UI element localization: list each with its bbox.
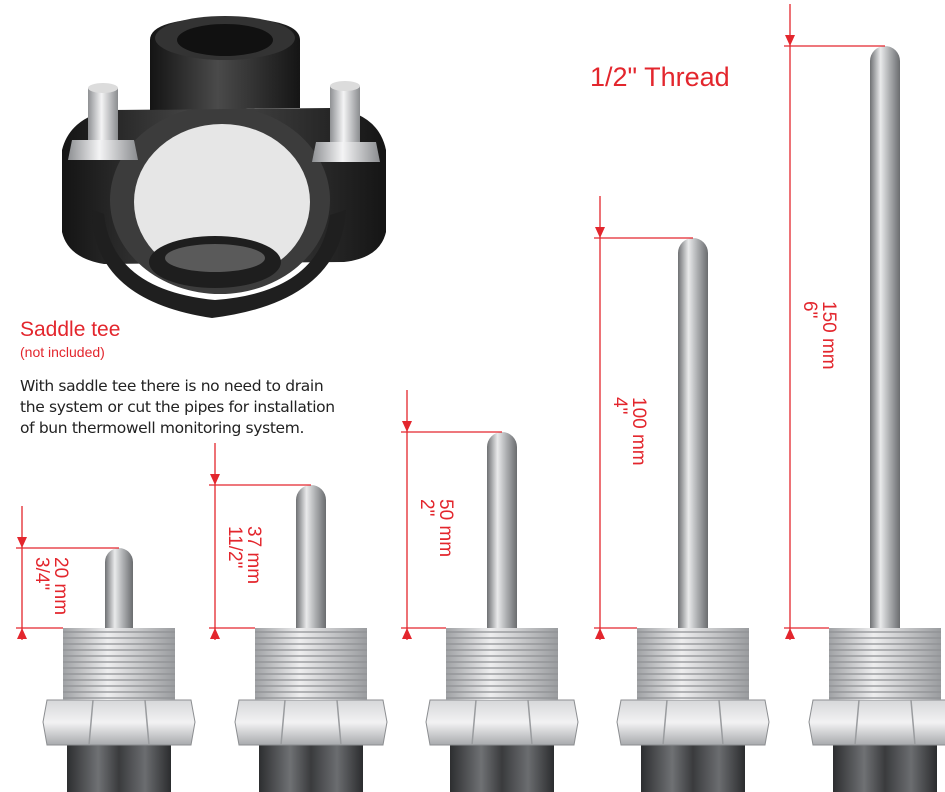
dimension-line: [16, 506, 119, 640]
thermowell: [594, 196, 770, 792]
dimension-inch: 2": [416, 499, 437, 517]
dimension-inch: 3/4": [31, 557, 52, 591]
thermowell-rod: [487, 432, 517, 628]
dimension-mm: 20 mm: [50, 557, 71, 616]
dimension-inch: 4": [609, 397, 630, 415]
thermowell: [784, 4, 945, 792]
thermowell: [401, 390, 579, 792]
description-line: With saddle tee there is no need to drai…: [20, 377, 324, 395]
hex-nut: [234, 699, 388, 746]
thermowell: [209, 443, 388, 792]
thread-section: [637, 628, 749, 700]
saddle-tee-note: (not included): [20, 344, 105, 360]
thermowell-base: [67, 745, 171, 792]
thermowell-rod: [678, 238, 708, 628]
thread-section: [255, 628, 367, 700]
arrow-down-icon: [17, 537, 27, 548]
thermowell-base: [259, 745, 363, 792]
saddle-tee-description: With saddle tee there is no need to drai…: [20, 376, 400, 439]
dimension-mm: 150 mm: [818, 301, 839, 370]
saddle-tee-image: [62, 16, 386, 318]
thread-title: 1/2" Thread: [590, 62, 730, 92]
hex-nut: [808, 699, 945, 746]
thermowell-base: [450, 745, 554, 792]
dimension-mm: 37 mm: [243, 525, 264, 584]
arrow-down-icon: [785, 35, 795, 46]
arrow-up-icon: [785, 628, 795, 639]
thermowell-rod: [105, 548, 133, 628]
arrow-up-icon: [17, 628, 27, 639]
thread-section: [446, 628, 558, 700]
arrow-down-icon: [595, 227, 605, 238]
dimension-mm: 100 mm: [628, 397, 649, 466]
dimension-line: [784, 4, 885, 640]
description-line: the system or cut the pipes for installa…: [20, 398, 335, 416]
dimension-inch: 6": [799, 301, 820, 319]
arrow-down-icon: [402, 421, 412, 432]
arrow-up-icon: [402, 628, 412, 639]
arrow-down-icon: [210, 474, 220, 485]
thermowell-base: [641, 745, 745, 792]
arrow-up-icon: [595, 628, 605, 639]
hex-nut: [425, 699, 579, 746]
dimension-line: [401, 390, 502, 640]
dimension-mm: 50 mm: [435, 499, 456, 558]
thread-section: [63, 628, 175, 700]
hex-nut: [616, 699, 770, 746]
description-line: of bun thermowell monitoring system.: [20, 419, 305, 437]
thread-section: [829, 628, 941, 700]
dimension-line: [594, 196, 693, 640]
thermowell-rod: [870, 46, 900, 628]
hex-nut: [42, 699, 196, 746]
saddle-tee-title: Saddle tee: [20, 318, 121, 341]
arrow-up-icon: [210, 628, 220, 639]
dimension-inch: 11/2": [224, 525, 245, 568]
thermowell-base: [833, 745, 937, 792]
thermowell: [16, 506, 196, 792]
thermowell-rod: [296, 485, 326, 628]
dimension-line: [209, 443, 311, 640]
